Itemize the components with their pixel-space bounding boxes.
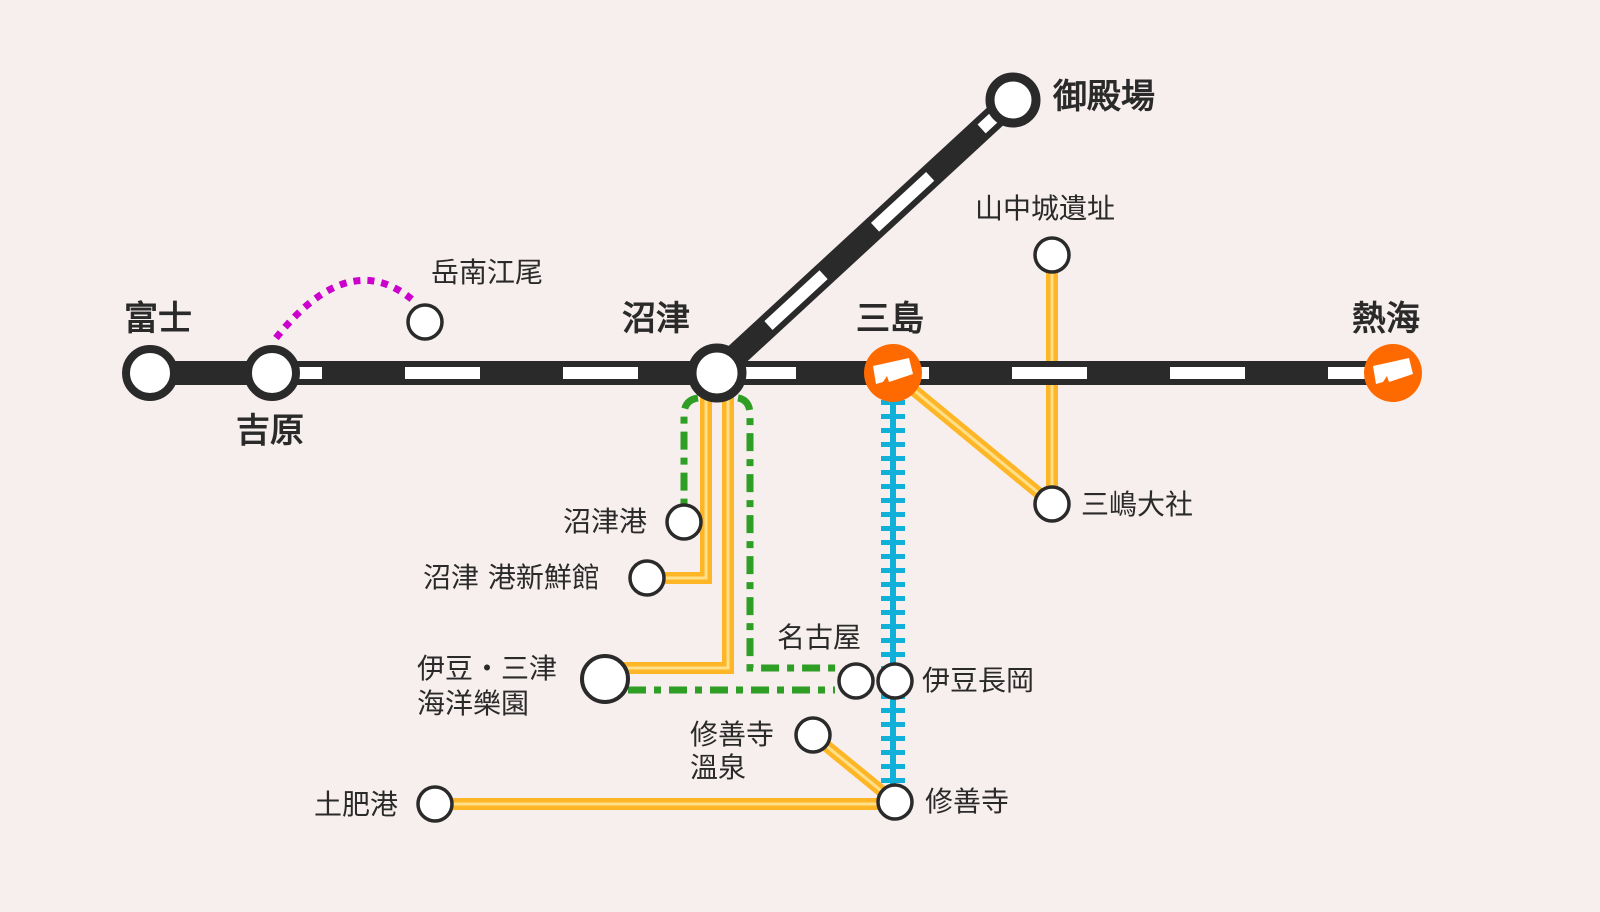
station-shuzenji-onsen[interactable] — [794, 716, 832, 754]
label-shuzenji-onsen-1: 修善寺 — [690, 718, 775, 751]
label-mishima-taisha: 三嶋大社 — [1081, 488, 1194, 521]
ferry-line-green — [628, 394, 840, 694]
label-atami: 熱海 — [1352, 299, 1420, 339]
station-mishima-taisha[interactable] — [1033, 485, 1071, 523]
station-atami[interactable] — [1364, 344, 1422, 402]
station-gakunan-enoo[interactable] — [406, 303, 444, 341]
station-mishima[interactable] — [864, 344, 922, 402]
shinkansen-icon — [873, 358, 913, 384]
label-mishima: 三島 — [856, 299, 924, 339]
station-toi-port[interactable] — [416, 785, 454, 823]
station-numazu-port[interactable] — [665, 503, 703, 541]
station-fuji[interactable] — [122, 345, 178, 401]
label-numazu: 沼津 — [622, 299, 690, 339]
label-gotemba: 御殿場 — [1053, 77, 1155, 117]
label-izu-mito-1: 伊豆・三津 — [417, 652, 558, 685]
gakunan-line — [273, 276, 418, 341]
label-gakunan-enoo: 岳南江尾 — [431, 256, 544, 289]
label-nagoya: 名古屋 — [777, 621, 862, 654]
label-numazu-minato: 沼津 港新鮮館 — [423, 561, 600, 594]
station-izu-nagaoka[interactable] — [876, 662, 914, 700]
label-shuzenji: 修善寺 — [925, 785, 1010, 818]
station-gotemba[interactable] — [985, 72, 1041, 128]
label-numazu-port: 沼津港 — [563, 505, 648, 538]
shinkansen-icon — [1373, 358, 1413, 384]
label-yamanaka: 山中城遺址 — [975, 192, 1116, 225]
label-izu-nagaoka: 伊豆長岡 — [922, 664, 1035, 697]
station-shuzenji[interactable] — [876, 783, 914, 821]
station-izu-mito[interactable] — [580, 654, 630, 704]
station-yamanaka[interactable] — [1033, 236, 1071, 274]
label-toi-port: 土肥港 — [314, 788, 399, 821]
station-numazu-minato[interactable] — [628, 559, 666, 597]
station-yoshiwara[interactable] — [244, 345, 300, 401]
tokaido-line — [150, 91, 1393, 385]
station-numazu[interactable] — [687, 343, 747, 403]
label-izu-mito-2: 海洋樂園 — [417, 687, 530, 720]
label-shuzenji-onsen-2: 溫泉 — [690, 751, 747, 784]
station-nagoya[interactable] — [837, 662, 875, 700]
label-yoshiwara: 吉原 — [236, 411, 304, 451]
label-fuji: 富士 — [124, 299, 192, 339]
